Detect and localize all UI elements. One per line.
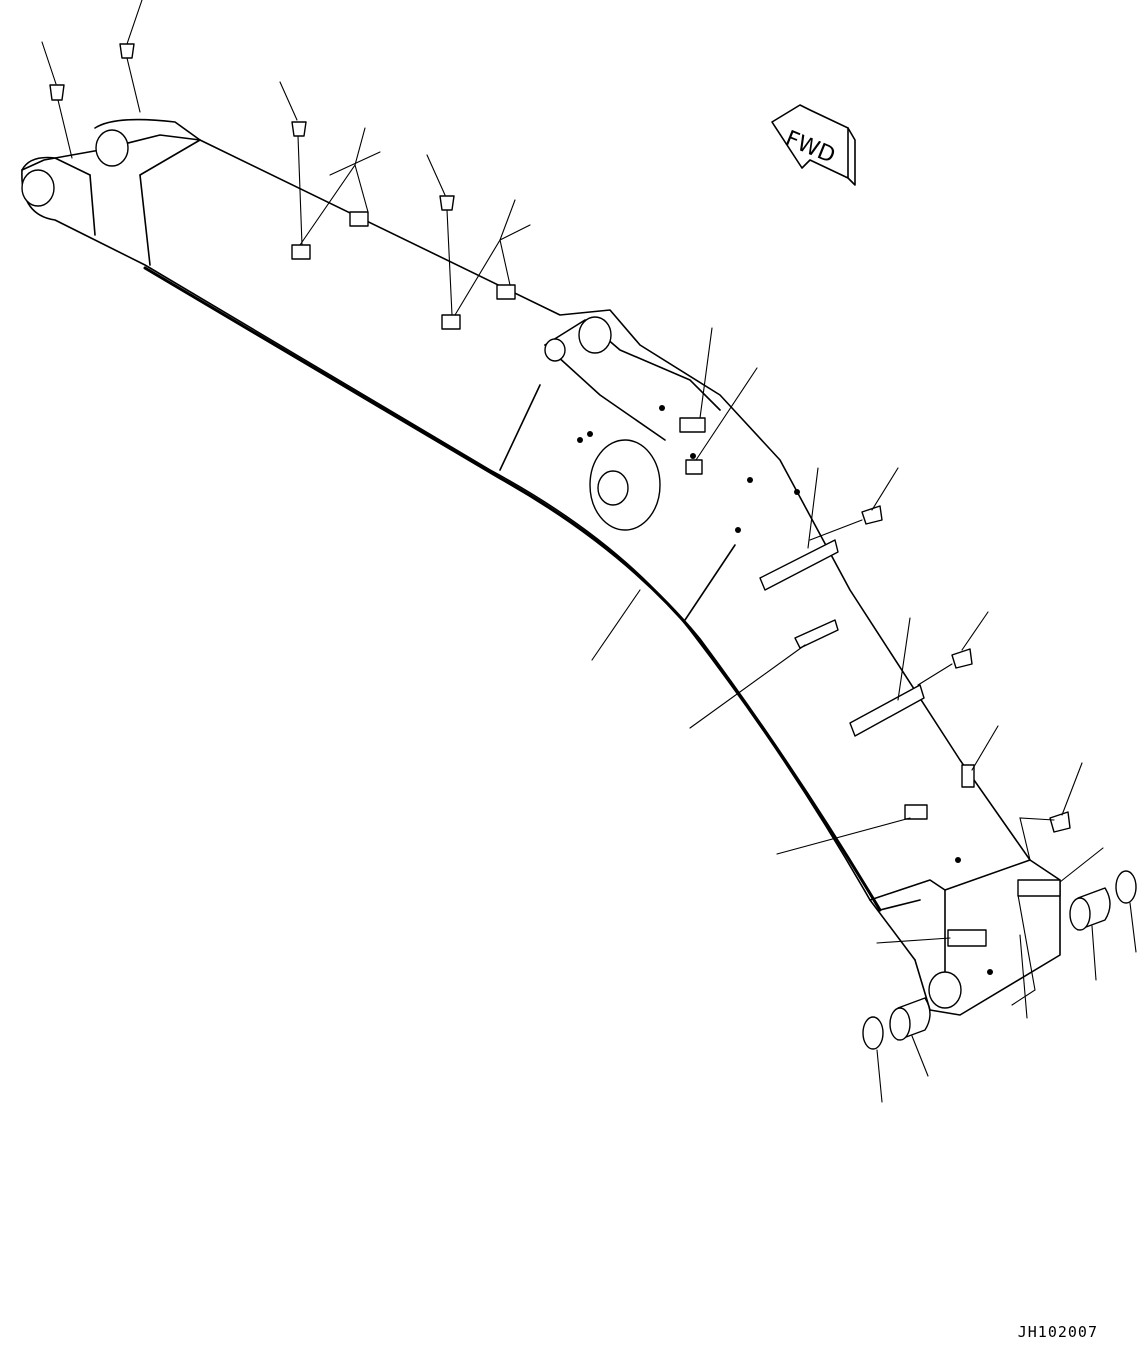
hose-clamps: [291, 211, 1061, 947]
drawing-number: JH102007: [1017, 1323, 1098, 1341]
fwd-label: FWD: [782, 126, 839, 168]
forward-direction-marker: FWD: [771, 104, 856, 186]
boom-body: [21, 118, 1061, 1016]
bushings-and-seals: [862, 870, 1137, 1050]
grease-caps: [49, 43, 1071, 833]
leader-lines: [41, 0, 1137, 1103]
